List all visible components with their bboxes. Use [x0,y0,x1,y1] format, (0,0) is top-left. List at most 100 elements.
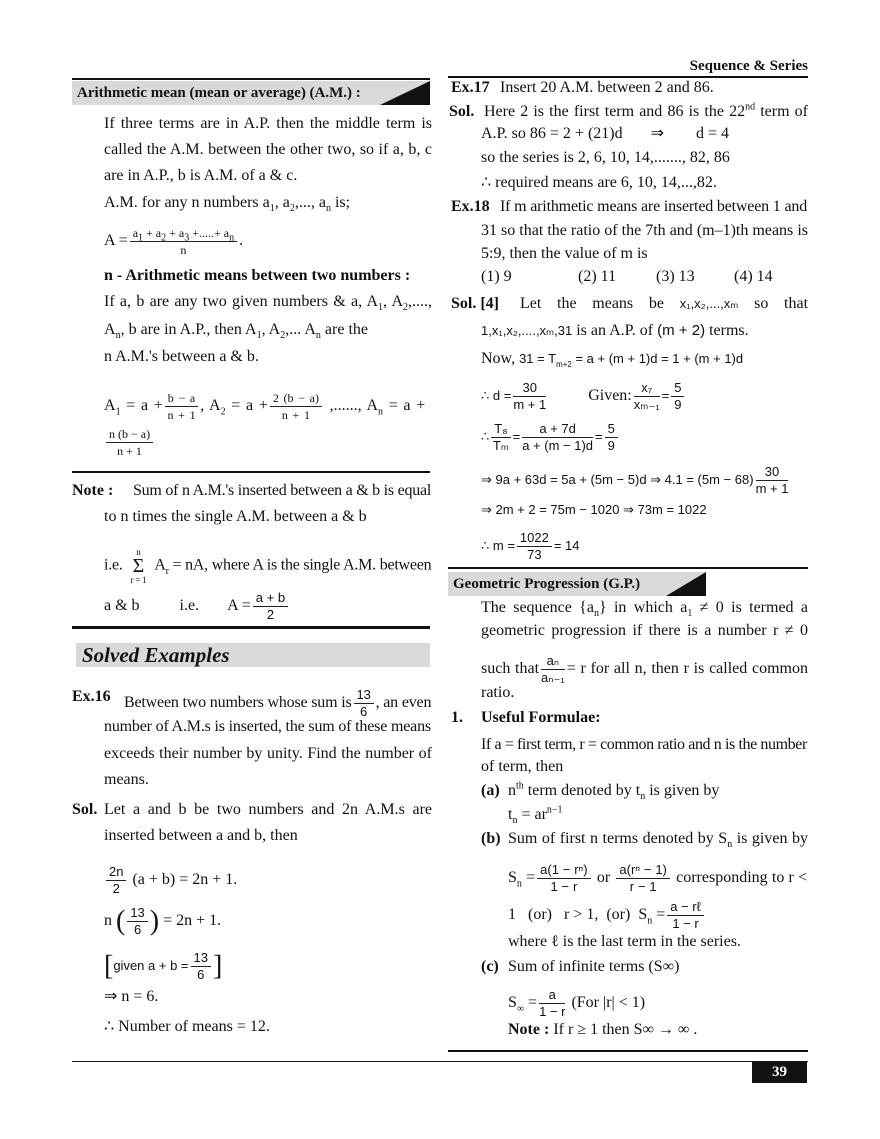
t: 2 [403,302,408,314]
divider [72,626,430,629]
numerator: 2n [106,864,127,881]
t: corresponding to r < [676,869,808,887]
equation: ∴ Number of means = 12. [104,1018,270,1035]
t: is given by [645,782,720,799]
t: so that [754,295,809,312]
t: If a, b are any two given numbers & a, A [104,293,379,310]
denominator: 6 [133,922,142,937]
t: 1,x₁,x₂,....,xₘ,31 [481,323,573,338]
footer-rule [72,1061,808,1062]
t: n [315,330,321,342]
t: t [508,806,513,823]
heading-text: Solved Examples [82,643,230,667]
t: ⇒ 9a + 63d = 5a + (5m − 5)d ⇒ 4.1 = (5m … [481,472,754,488]
t: ,... A [285,321,316,338]
numerator: b − a [164,390,199,407]
option-1: (1) 9 [481,268,512,285]
numerator: x₇ [633,380,660,397]
denominator: 6 [360,704,368,719]
option-3: (3) 13 [656,268,695,285]
t: , a [274,194,290,211]
t: ( [116,905,126,937]
t: term of [755,103,808,120]
numerator: a − rℓ [667,899,704,916]
t: 1 [269,203,275,215]
numerator: aₙ [541,653,565,670]
option-2: (2) 11 [578,268,617,285]
text-line: 5:9, then the value of m is [481,245,648,262]
text-line: 1,x₁,x₂,....,xₘ,31 is an A.P. of (m + 2)… [481,321,808,341]
solution-label: Sol. [4] [451,295,499,312]
text-line: A.P. so 86 = 2 + (21)d⇒d = 4 [481,124,808,144]
t: r = 1 [130,575,147,585]
text-line: so the series is 2, 6, 10, 14,......., 8… [481,149,730,166]
t: ) [149,905,160,937]
section-heading-gp: Geometric Progression (G.P.) [448,572,706,596]
t: = r for all n, then r is called common [566,660,808,678]
t: = a + [383,397,426,415]
text-line: n A.M.'s between a & b. [104,348,259,365]
t: n [640,791,646,803]
denominator: n + 1 [281,408,310,422]
text-line: The sequence {an} in which a1 ≠ 0 is ter… [481,598,808,620]
means-formula-cont: n (b − a)n + 1 [104,426,432,459]
text-line: If m arithmetic means are inserted betwe… [500,198,808,215]
t: n [508,782,516,799]
t: a & b [104,597,140,615]
t: Given: [588,387,632,405]
solution-label: Sol. [72,801,98,818]
denominator: 9 [674,397,682,412]
t: n [229,232,235,244]
numerator: 2 (b − a) [269,390,322,407]
t: = 14 [553,538,580,554]
t: d = 4 [696,125,730,142]
denominator: xₘ₋₁ [633,397,660,412]
t: ∴ d = [481,388,512,404]
t: = a + (m + 1)d = 1 + (m + 1)d [571,351,744,366]
heading-decoration [380,81,430,105]
t: = 2n + 1. [163,912,222,930]
denominator: 1 − r [550,879,578,894]
denominator: aₙ₋₁ [541,670,565,685]
t: A = [227,597,251,615]
section-heading-am: Arithmetic mean (mean or average) (A.M.)… [72,81,430,105]
denominator: 1 − r [672,916,699,931]
denominator: 73 [527,547,542,562]
text-line: geometric progression if there is a numb… [481,622,808,639]
t: (m + 2) [657,322,706,339]
item-label: (a) [481,782,500,799]
t: 2 [289,203,295,215]
text-line: Sum of first n terms denoted by Sn is gi… [508,829,808,851]
t: (a + b) = 2n + 1. [132,871,238,889]
t: 1 [687,608,693,620]
t: 1 (or) r > 1, (or) S [508,906,648,924]
example-label: Ex.17 [451,79,490,96]
numerator: n (b − a) [106,426,154,443]
t: 2 [220,406,226,418]
text-line: means. [104,771,149,788]
t: = [652,906,666,924]
numerator: a(1 − rⁿ) [537,862,591,879]
t: n [727,839,733,851]
text-line: Let the means be x₁,x₂,...,xₘ so that [520,294,808,314]
t: The sequence {a [481,599,594,616]
text-line: Here 2 is the first term and 86 is the 2… [484,102,808,122]
numerator: T₈ [491,421,511,438]
t: A.P. so 86 = 2 + (21)d [481,125,623,142]
t: S [508,869,517,887]
t: ,...., [408,293,432,310]
t: n [512,815,518,827]
